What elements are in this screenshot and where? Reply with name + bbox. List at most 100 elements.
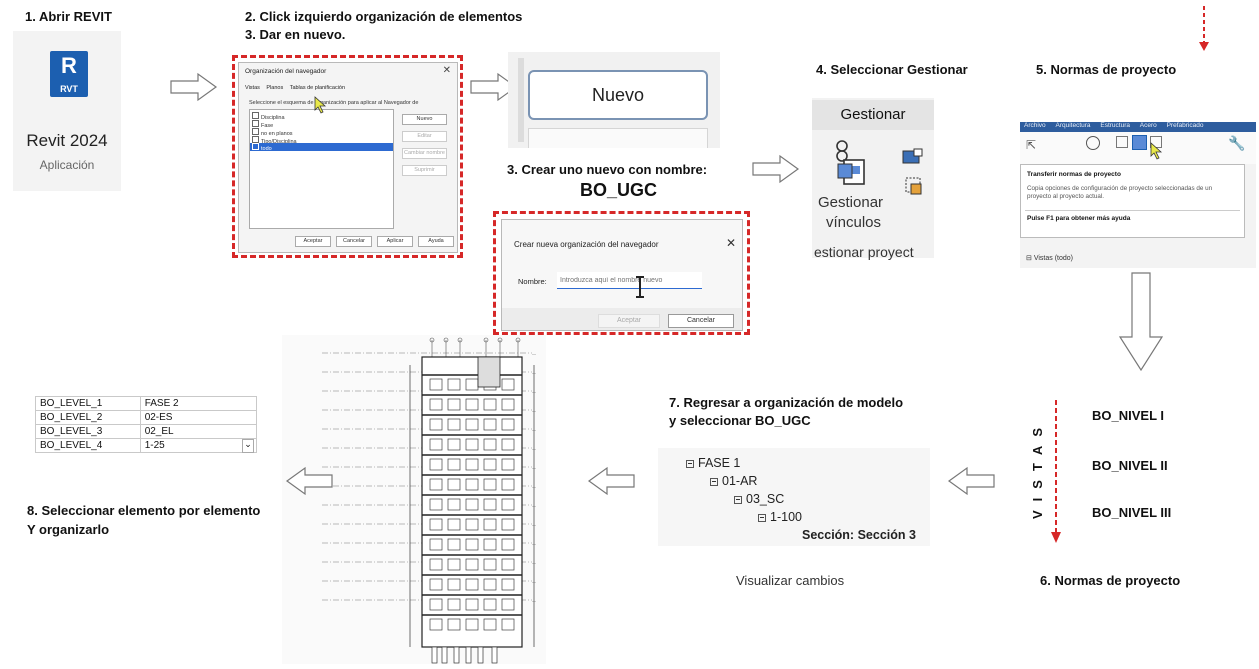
vista-nivel-3[interactable]: BO_NIVEL III [1092, 505, 1172, 520]
chevron-down-icon[interactable]: ⌄ [242, 439, 254, 453]
material-icon[interactable] [1086, 136, 1100, 150]
browser-item[interactable]: ⊟ Vistas (todo) [1026, 255, 1073, 262]
aceptar-button[interactable]: Aceptar [598, 314, 660, 328]
left-arrow-icon [947, 466, 995, 496]
link-icon [832, 140, 868, 193]
tree-node-seccion[interactable]: Sección: Sección 3 [802, 528, 916, 542]
param-value-cell[interactable]: 02_EL [139, 424, 258, 439]
step-6-label: 6. Normas de proyecto [1040, 573, 1181, 588]
cursor-icon [1150, 142, 1164, 165]
name-field-label: Nombre: [518, 277, 547, 286]
param-name-cell: BO_LEVEL_4 [35, 438, 141, 453]
new-name-value: BO_UGC [580, 180, 658, 200]
cancelar-button[interactable]: Cancelar [668, 314, 734, 328]
right-arrow-icon [470, 72, 518, 102]
list-item[interactable]: Tipo/Disciplina [252, 136, 297, 145]
vistas-vertical-label [1032, 400, 1068, 545]
manage-links-label-1[interactable]: Gestionar [818, 194, 884, 211]
revit-app-tile[interactable]: R RVT Revit 2024 Aplicación [13, 31, 121, 191]
tab-vistas[interactable]: Vistas [245, 85, 260, 91]
nuevo-button[interactable]: Nuevo [402, 114, 447, 125]
aplicar-button[interactable]: Aplicar [377, 236, 413, 247]
list-item[interactable]: Fase [252, 120, 273, 129]
name-input[interactable] [557, 272, 702, 289]
new-org-dialog: Crear nueva organización del navegador ✕… [501, 219, 743, 331]
tab-planos[interactable]: Planos [266, 85, 284, 91]
step-2-label: 2. Click izquierdo organización de eleme… [245, 9, 523, 24]
step-7b-label: y seleccionar BO_UGC [669, 413, 811, 428]
editar-button[interactable]: Editar [402, 131, 447, 142]
tab-acero[interactable]: Acero [1139, 122, 1157, 129]
new-dialog-highlight [493, 211, 750, 335]
aceptar-button[interactable]: Aceptar [295, 236, 331, 247]
new-dialog-title: Crear nueva organización del navegador [514, 240, 659, 249]
tooltip: Transferir normas de proyecto Copia opci… [1020, 164, 1245, 238]
link-small-icon [904, 176, 924, 201]
param-name-cell: BO_LEVEL_3 [35, 424, 141, 439]
param-value-cell[interactable]: 02-ES [139, 410, 258, 425]
ribbon-tools: ⇱ 🔧 [1020, 132, 1256, 164]
nav-dialog-highlight [232, 55, 463, 258]
step-5-label: 5. Normas de proyecto [1036, 62, 1177, 77]
cancelar-button[interactable]: Cancelar [336, 236, 372, 247]
select-icon[interactable]: ⇱ [1026, 138, 1037, 152]
tree-node-01ar[interactable]: 01-AR [710, 474, 757, 488]
svg-text:—: — [532, 351, 536, 356]
param-name-cell: BO_LEVEL_2 [35, 410, 141, 425]
tab-prefabricado[interactable]: Prefabricado [1166, 122, 1204, 129]
ayuda-button[interactable]: Ayuda [418, 236, 454, 247]
revit-logo-icon: R RVT [50, 51, 88, 97]
tooltip-desc: Copia opciones de configuración de proye… [1027, 185, 1213, 200]
down-arrow-icon [1118, 272, 1164, 372]
vista-nivel-1[interactable]: BO_NIVEL I [1092, 408, 1165, 423]
nav-dialog-tabs: Vistas Planos Tablas de planificación [245, 85, 345, 91]
revit-name: Revit 2024 [26, 131, 108, 150]
tab-estructura[interactable]: Estructura [1100, 122, 1130, 129]
list-item[interactable]: no en planos [252, 128, 293, 137]
cursor-icon [314, 96, 328, 116]
nav-dialog-instruction: Seleccione el esquema de organización pa… [249, 100, 419, 106]
vistas-text: VISTAS [1030, 419, 1045, 519]
revit-type: Aplicación [39, 158, 95, 172]
org-scheme-list[interactable]: Disciplina Fase no en planos Tipo/Discip… [249, 109, 394, 229]
ribbon-tabs: Archivo Arquitectura Estructura Acero Pr… [1020, 122, 1256, 132]
param-value-cell[interactable]: FASE 2 [139, 396, 258, 411]
step-8b-label: Y organizarlo [27, 522, 110, 537]
nuevo-zoom-button[interactable]: Nuevo [528, 70, 708, 120]
text-cursor-icon [634, 276, 646, 300]
tab-arquitectura[interactable]: Arquitectura [1055, 122, 1091, 129]
transfer-standards-icon[interactable] [1132, 135, 1147, 150]
revit-logo-letter: R [61, 53, 77, 78]
wrench-icon[interactable]: 🔧 [1228, 135, 1246, 151]
right-arrow-icon [752, 154, 800, 184]
tree-node-fase[interactable]: FASE 1 [686, 456, 740, 470]
close-icon[interactable]: ✕ [442, 65, 451, 76]
rename-button[interactable]: Cambiar nombre [402, 148, 447, 159]
tree-node-1100[interactable]: 1-100 [758, 510, 802, 524]
tab-archivo[interactable]: Archivo [1024, 122, 1046, 129]
nav-dialog: Organización del navegador ✕ Vistas Plan… [238, 62, 458, 253]
tree-node-03sc[interactable]: 03_SC [734, 492, 784, 506]
vista-nivel-2[interactable]: BO_NIVEL II [1092, 458, 1168, 473]
tab-tablas[interactable]: Tablas de planificación [289, 85, 346, 91]
revit-logo-sub: RVT [60, 84, 78, 94]
gestionar-tab[interactable]: Gestionar [812, 100, 934, 130]
delete-button[interactable]: Suprimir [402, 165, 447, 176]
step-7a-label: 7. Regresar a organización de modelo [669, 395, 904, 410]
gestionar-panel: Gestionar Gestionar vínculos estionar pr… [812, 98, 934, 260]
step-1-label: 1. Abrir REVIT [25, 9, 112, 24]
list-item-selected[interactable]: todo [250, 143, 393, 152]
param-value-cell[interactable]: 1-25⌄ [139, 438, 258, 453]
project-browser-tree: FASE 1 01-AR 03_SC 1-100 Sección: Secció… [658, 448, 930, 546]
list-item[interactable]: Disciplina [252, 112, 285, 121]
tooltip-help: Pulse F1 para obtener más ayuda [1027, 215, 1131, 222]
nuevo-zoom-panel: Nuevo [508, 52, 720, 148]
close-icon[interactable]: ✕ [725, 236, 736, 250]
manage-links-label-2[interactable]: vínculos [826, 214, 882, 231]
